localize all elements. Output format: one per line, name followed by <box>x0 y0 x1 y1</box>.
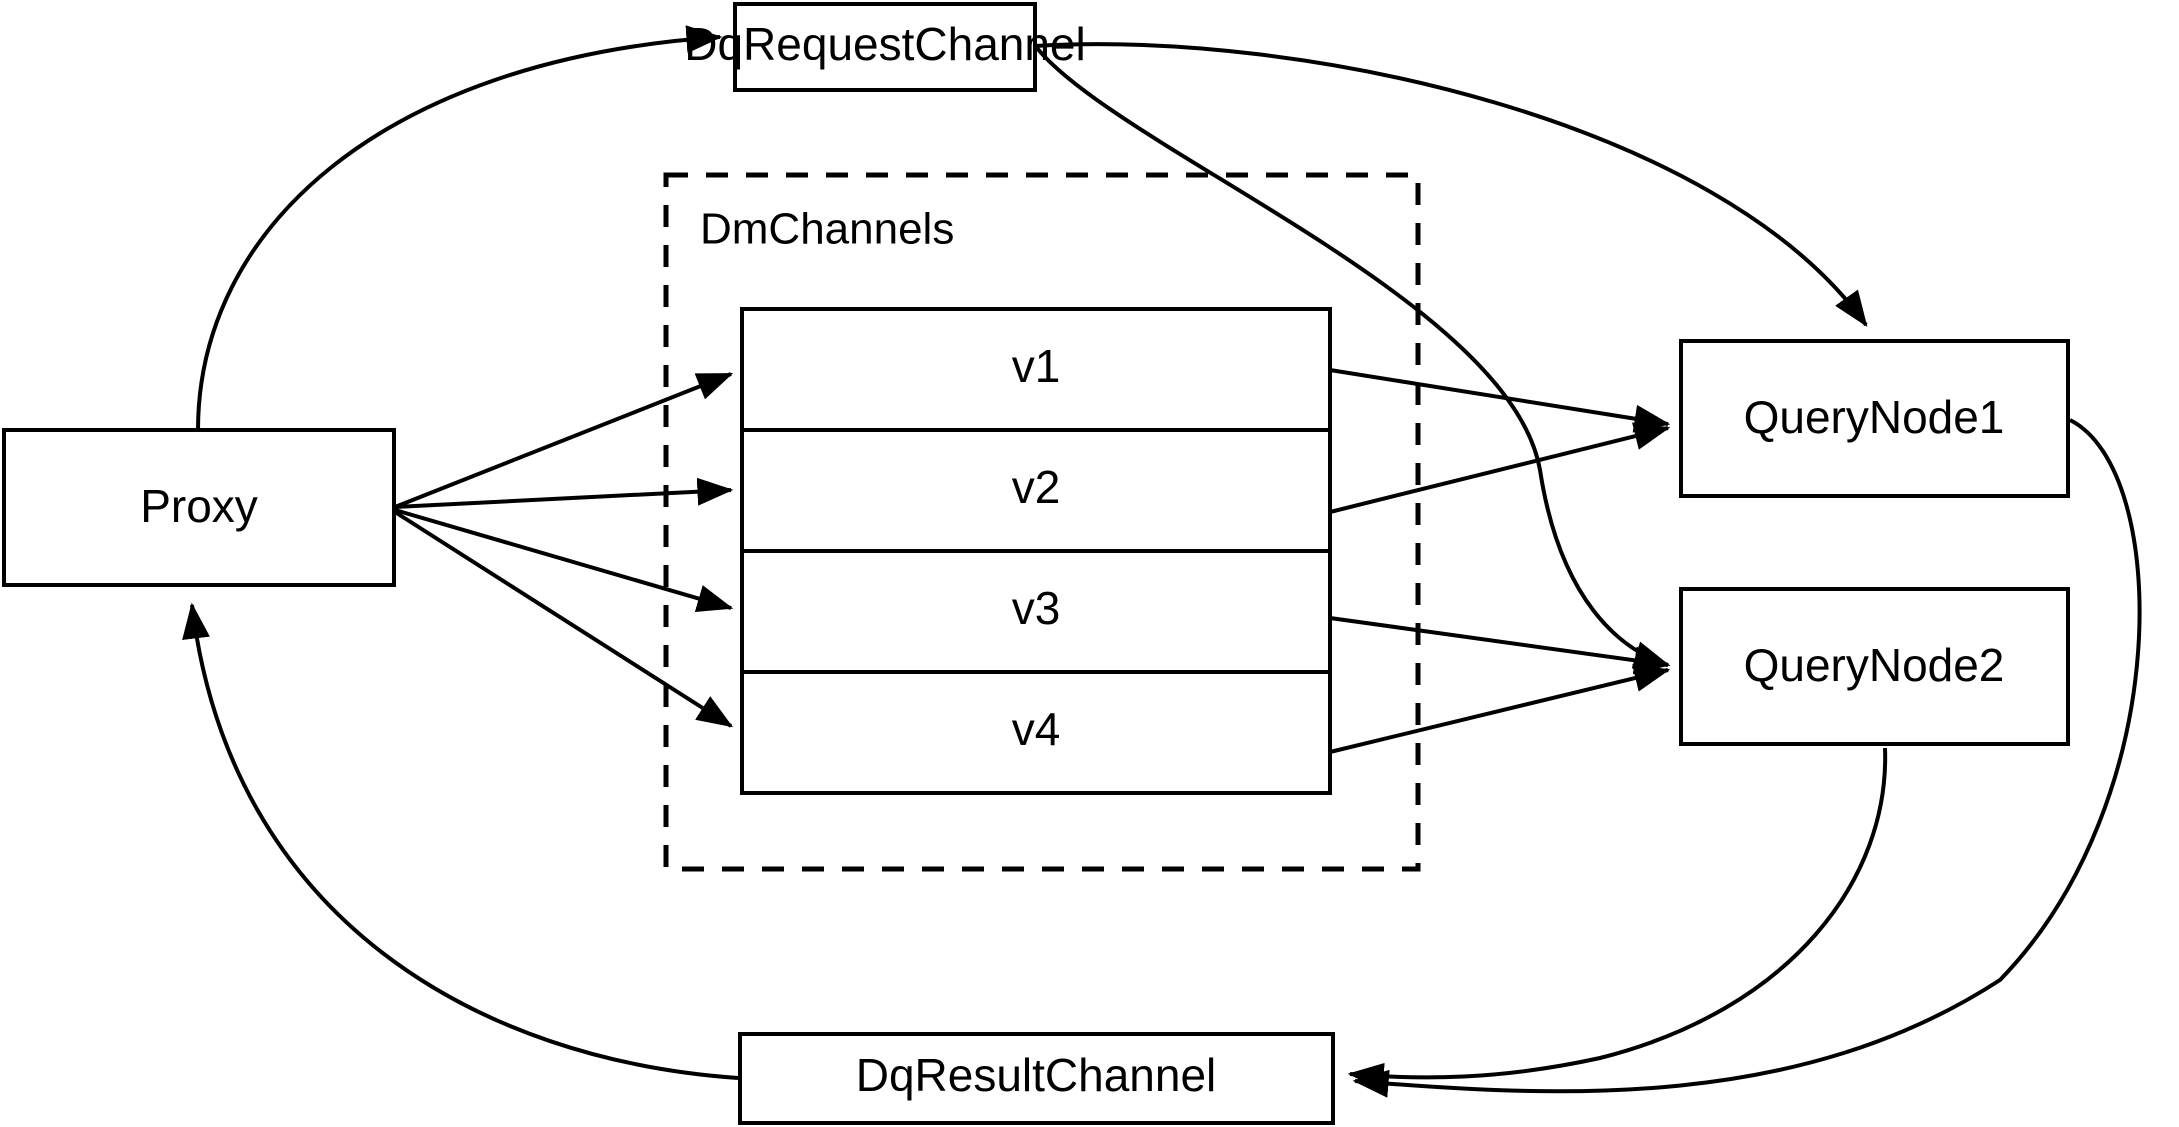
dq-result-channel-box[interactable] <box>738 1032 1335 1125</box>
edge-v1-to-querynode1 <box>1329 368 1671 433</box>
edge-proxy-to-dqrequestchannel <box>196 25 723 431</box>
dm-channels-group-border <box>663 172 1421 872</box>
edge-v2-to-querynode1 <box>1329 422 1671 514</box>
dq-request-channel-box[interactable] <box>733 2 1037 92</box>
dq-request-channel-label: DqRequestChannel <box>684 18 1086 70</box>
proxy-label: Proxy <box>140 480 258 532</box>
edge-dqrequestchannel-to-querynode1 <box>1034 42 1868 327</box>
edge-v3-to-querynode2 <box>1329 616 1671 675</box>
dq-result-channel-label: DqResultChannel <box>856 1049 1217 1101</box>
dm-channels-group-label: DmChannels <box>700 205 954 254</box>
query-node-1-box[interactable] <box>1679 339 2070 498</box>
edge-proxy-to-v4 <box>393 510 734 728</box>
edge-proxy-to-v1 <box>394 372 734 509</box>
edge-querynode2-to-dqresultchannel <box>1347 747 1888 1091</box>
edge-querynode1-to-dqresultchannel <box>1352 418 2142 1098</box>
edge-dqresultchannel-to-proxy <box>182 602 739 1080</box>
query-node-1-label: QueryNode1 <box>1744 391 2005 443</box>
edge-v4-to-querynode2 <box>1329 664 1671 754</box>
channel-row-v4-label: v4 <box>1012 703 1061 755</box>
query-node-2-box[interactable] <box>1679 587 2070 746</box>
channel-row-v3-label: v3 <box>1012 582 1061 634</box>
channel-row-v1-label: v1 <box>1012 340 1061 392</box>
edge-proxy-to-v2 <box>394 477 734 509</box>
channel-row-v2-label: v2 <box>1012 461 1061 513</box>
query-node-2-label: QueryNode2 <box>1744 639 2005 691</box>
proxy-box[interactable] <box>2 428 396 587</box>
edge-dqrequestchannel-to-querynode2 <box>1035 46 1671 669</box>
edge-proxy-to-v3 <box>394 508 734 613</box>
